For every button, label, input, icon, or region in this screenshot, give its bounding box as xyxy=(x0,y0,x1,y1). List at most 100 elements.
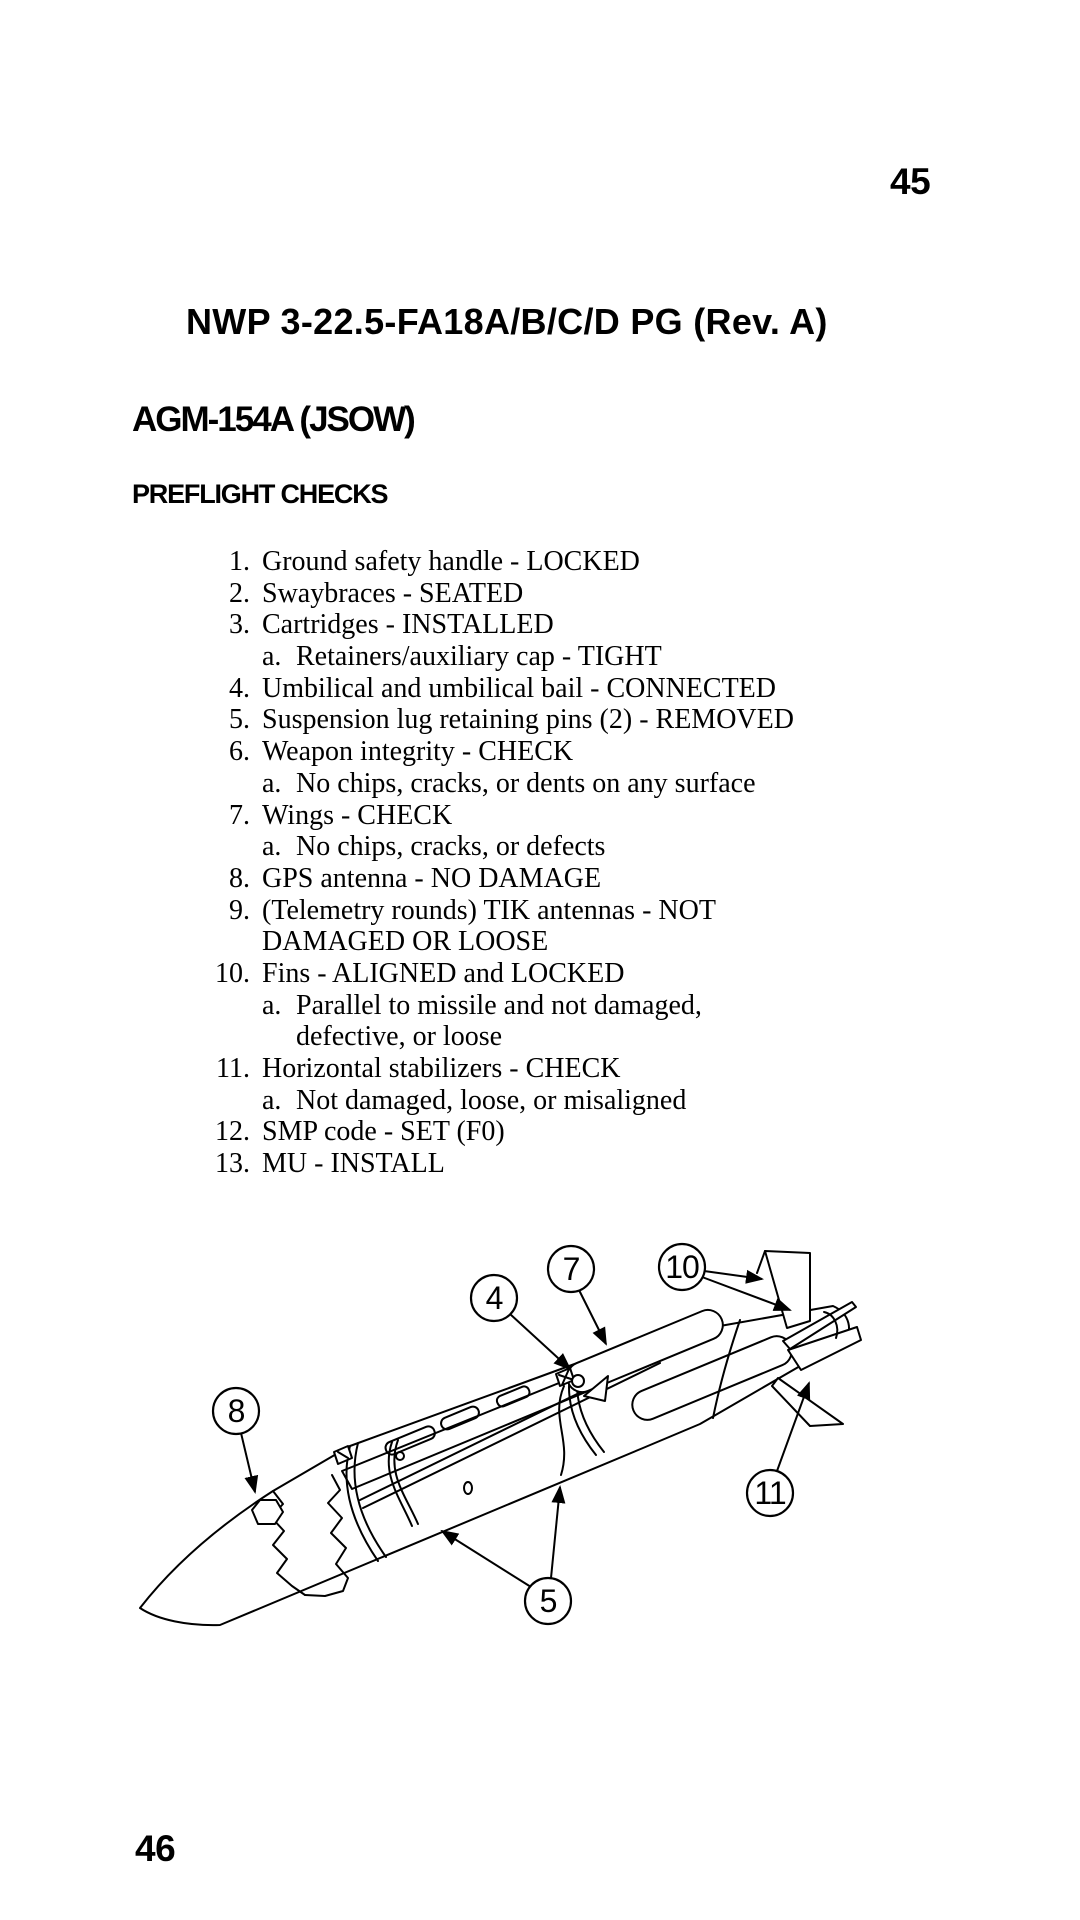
callout-11: 11 xyxy=(745,1468,795,1518)
checklist-subletter: a. xyxy=(262,831,282,863)
checklist-number: 9. xyxy=(229,894,250,926)
checklist-number: 5. xyxy=(229,704,250,736)
checklist-number: 1. xyxy=(229,546,250,577)
front-lug-fitting xyxy=(333,1445,353,1465)
checklist-number: 11. xyxy=(216,1053,250,1084)
checklist-line: a. Not damaged, loose, or misaligned xyxy=(0,1085,1080,1117)
nose-break-line-right xyxy=(304,1474,349,1597)
checklist-number xyxy=(0,1021,250,1053)
checklist-number xyxy=(0,1085,250,1117)
body-hole-2 xyxy=(463,1481,473,1495)
checklist-line: 5.Suspension lug retaining pins (2) - RE… xyxy=(0,704,1080,736)
missile-drawing xyxy=(139,1250,862,1627)
leader-5a xyxy=(440,1529,532,1588)
checklist-text: MU - INSTALL xyxy=(262,1148,445,1180)
vertical-fin-edge xyxy=(756,1250,766,1274)
checklist-number: 10. xyxy=(215,957,250,989)
checklist-line: 4. Umbilical and umbilical bail - CONNECT… xyxy=(0,673,1080,705)
callout-4-label: 4 xyxy=(486,1280,503,1316)
callout-balloons: 4 7 10 8 5 xyxy=(211,1242,795,1626)
callout-8: 8 xyxy=(211,1386,261,1436)
checklist-number: 6. xyxy=(229,736,250,768)
boattail-joint xyxy=(712,1319,741,1419)
tailcap-inner-arc xyxy=(823,1311,839,1339)
checklist-subletter: a. xyxy=(262,1084,282,1116)
wing-seam-line-2 xyxy=(362,1362,661,1509)
checklist-line: 9. (Telemetry rounds) TIK antennas - NOT xyxy=(0,895,1080,927)
checklist-text: (Telemetry rounds) TIK antennas - NOT xyxy=(262,894,716,926)
checklist-line: 13. MU - INSTALL xyxy=(0,1148,1080,1180)
section-heading: PREFLIGHT CHECKS xyxy=(132,479,389,509)
callout-5: 5 xyxy=(523,1576,573,1626)
umbilical-bail-triangle xyxy=(583,1375,609,1402)
checklist-number: 7. xyxy=(229,799,250,831)
weapon-heading: AGM-154A (JSOW) xyxy=(132,400,416,439)
leader-4 xyxy=(509,1313,572,1371)
callout-10-label: 10 xyxy=(665,1249,699,1285)
checklist-number xyxy=(0,641,250,673)
checklist-number: 8. xyxy=(229,862,250,894)
checklist-text: Wings - CHECK xyxy=(262,799,453,831)
jsow-missile-diagram: 4 7 10 8 5 xyxy=(139,1242,862,1627)
checklist-text: No chips, cracks, or dents on any surfac… xyxy=(296,767,756,799)
umbilical-connector xyxy=(571,1374,585,1388)
checklist-text: Horizontal stabilizers - CHECK xyxy=(262,1053,621,1084)
checklist-text: Umbilical and umbilical bail - CONNECTED xyxy=(262,672,777,704)
front-lanyard xyxy=(393,1439,419,1525)
checklist-line: a. Retainers/auxiliary cap - TIGHT xyxy=(0,641,1080,673)
checklist-number: 2. xyxy=(229,577,250,609)
checklist-number xyxy=(0,990,250,1022)
leader-8 xyxy=(240,1432,259,1494)
gps-antenna-hexagon xyxy=(251,1499,284,1525)
preflight-checklist: 1. Ground safety handle - LOCKED 2. Swaybra… xyxy=(0,546,1080,1180)
checklist-number: 3. xyxy=(229,609,250,641)
leader-10a xyxy=(703,1269,764,1284)
checklist-line: a. No chips, cracks, or defects xyxy=(0,831,1080,863)
checklist-line: 12.SMP code - SET (F0) xyxy=(0,1116,1080,1148)
checklist-line: 11. Horizontal stabilizers - CHECK xyxy=(0,1053,1080,1085)
callout-10: 10 xyxy=(657,1242,707,1292)
checklist-text: Fins - ALIGNED and LOCKED xyxy=(262,957,625,989)
checklist-text: Not damaged, loose, or misaligned xyxy=(296,1084,687,1116)
checklist-text: Swaybraces - SEATED xyxy=(262,577,524,609)
checklist-line: 1. Ground safety handle - LOCKED xyxy=(0,546,1080,578)
callout-4: 4 xyxy=(469,1273,519,1323)
page-number-bottom: 46 xyxy=(135,1828,176,1869)
checklist-line: 8.GPS antenna - NO DAMAGE xyxy=(0,863,1080,895)
checklist-text: No chips, cracks, or defects xyxy=(296,831,606,863)
checklist-line: defective, or loose xyxy=(0,1021,1080,1053)
panel-slot-2 xyxy=(440,1405,480,1431)
document-title: NWP 3-22.5-FA18A/B/C/D PG (Rev. A) xyxy=(186,301,828,342)
checklist-text: Retainers/auxiliary cap - TIGHT xyxy=(296,641,662,673)
checklist-subletter: a. xyxy=(262,767,282,799)
callout-8-label: 8 xyxy=(228,1393,245,1429)
checklist-text: Parallel to missile and not damaged, xyxy=(296,989,702,1021)
checklist-text: defective, or loose xyxy=(296,1021,503,1053)
panel-slot-3 xyxy=(495,1385,531,1408)
checklist-text: Ground safety handle - LOCKED xyxy=(262,546,640,577)
preflight-figure: 4 7 10 8 5 xyxy=(100,1228,900,1673)
leader-7 xyxy=(578,1289,607,1346)
leader-10b xyxy=(701,1276,792,1311)
checklist-line: 2. Swaybraces - SEATED xyxy=(0,578,1080,610)
checklist-number: 4. xyxy=(229,672,250,704)
checklist-line: 7. Wings - CHECK xyxy=(0,800,1080,832)
checklist-subletter: a. xyxy=(262,641,282,673)
panel-slot-1 xyxy=(384,1425,436,1456)
checklist-line: a. No chips, cracks, or dents on any surf… xyxy=(0,768,1080,800)
leader-11 xyxy=(776,1381,811,1472)
checklist-number: 12. xyxy=(215,1116,250,1148)
leader-5b xyxy=(550,1485,566,1579)
checklist-line: 3. Cartridges - INSTALLED xyxy=(0,609,1080,641)
checklist-line: 10. Fins - ALIGNED and LOCKED xyxy=(0,958,1080,990)
callout-7-label: 7 xyxy=(563,1251,580,1287)
checklist-number: 13. xyxy=(215,1148,250,1180)
checklist-text: DAMAGED OR LOOSE xyxy=(262,926,549,958)
checklist-text: Cartridges - INSTALLED xyxy=(262,609,554,641)
checklist-text: Weapon integrity - CHECK xyxy=(262,736,574,768)
callout-11-label: 11 xyxy=(754,1475,785,1511)
callout-7: 7 xyxy=(546,1244,596,1294)
checklist-number xyxy=(0,768,250,800)
checklist-subletter: a. xyxy=(262,989,282,1021)
